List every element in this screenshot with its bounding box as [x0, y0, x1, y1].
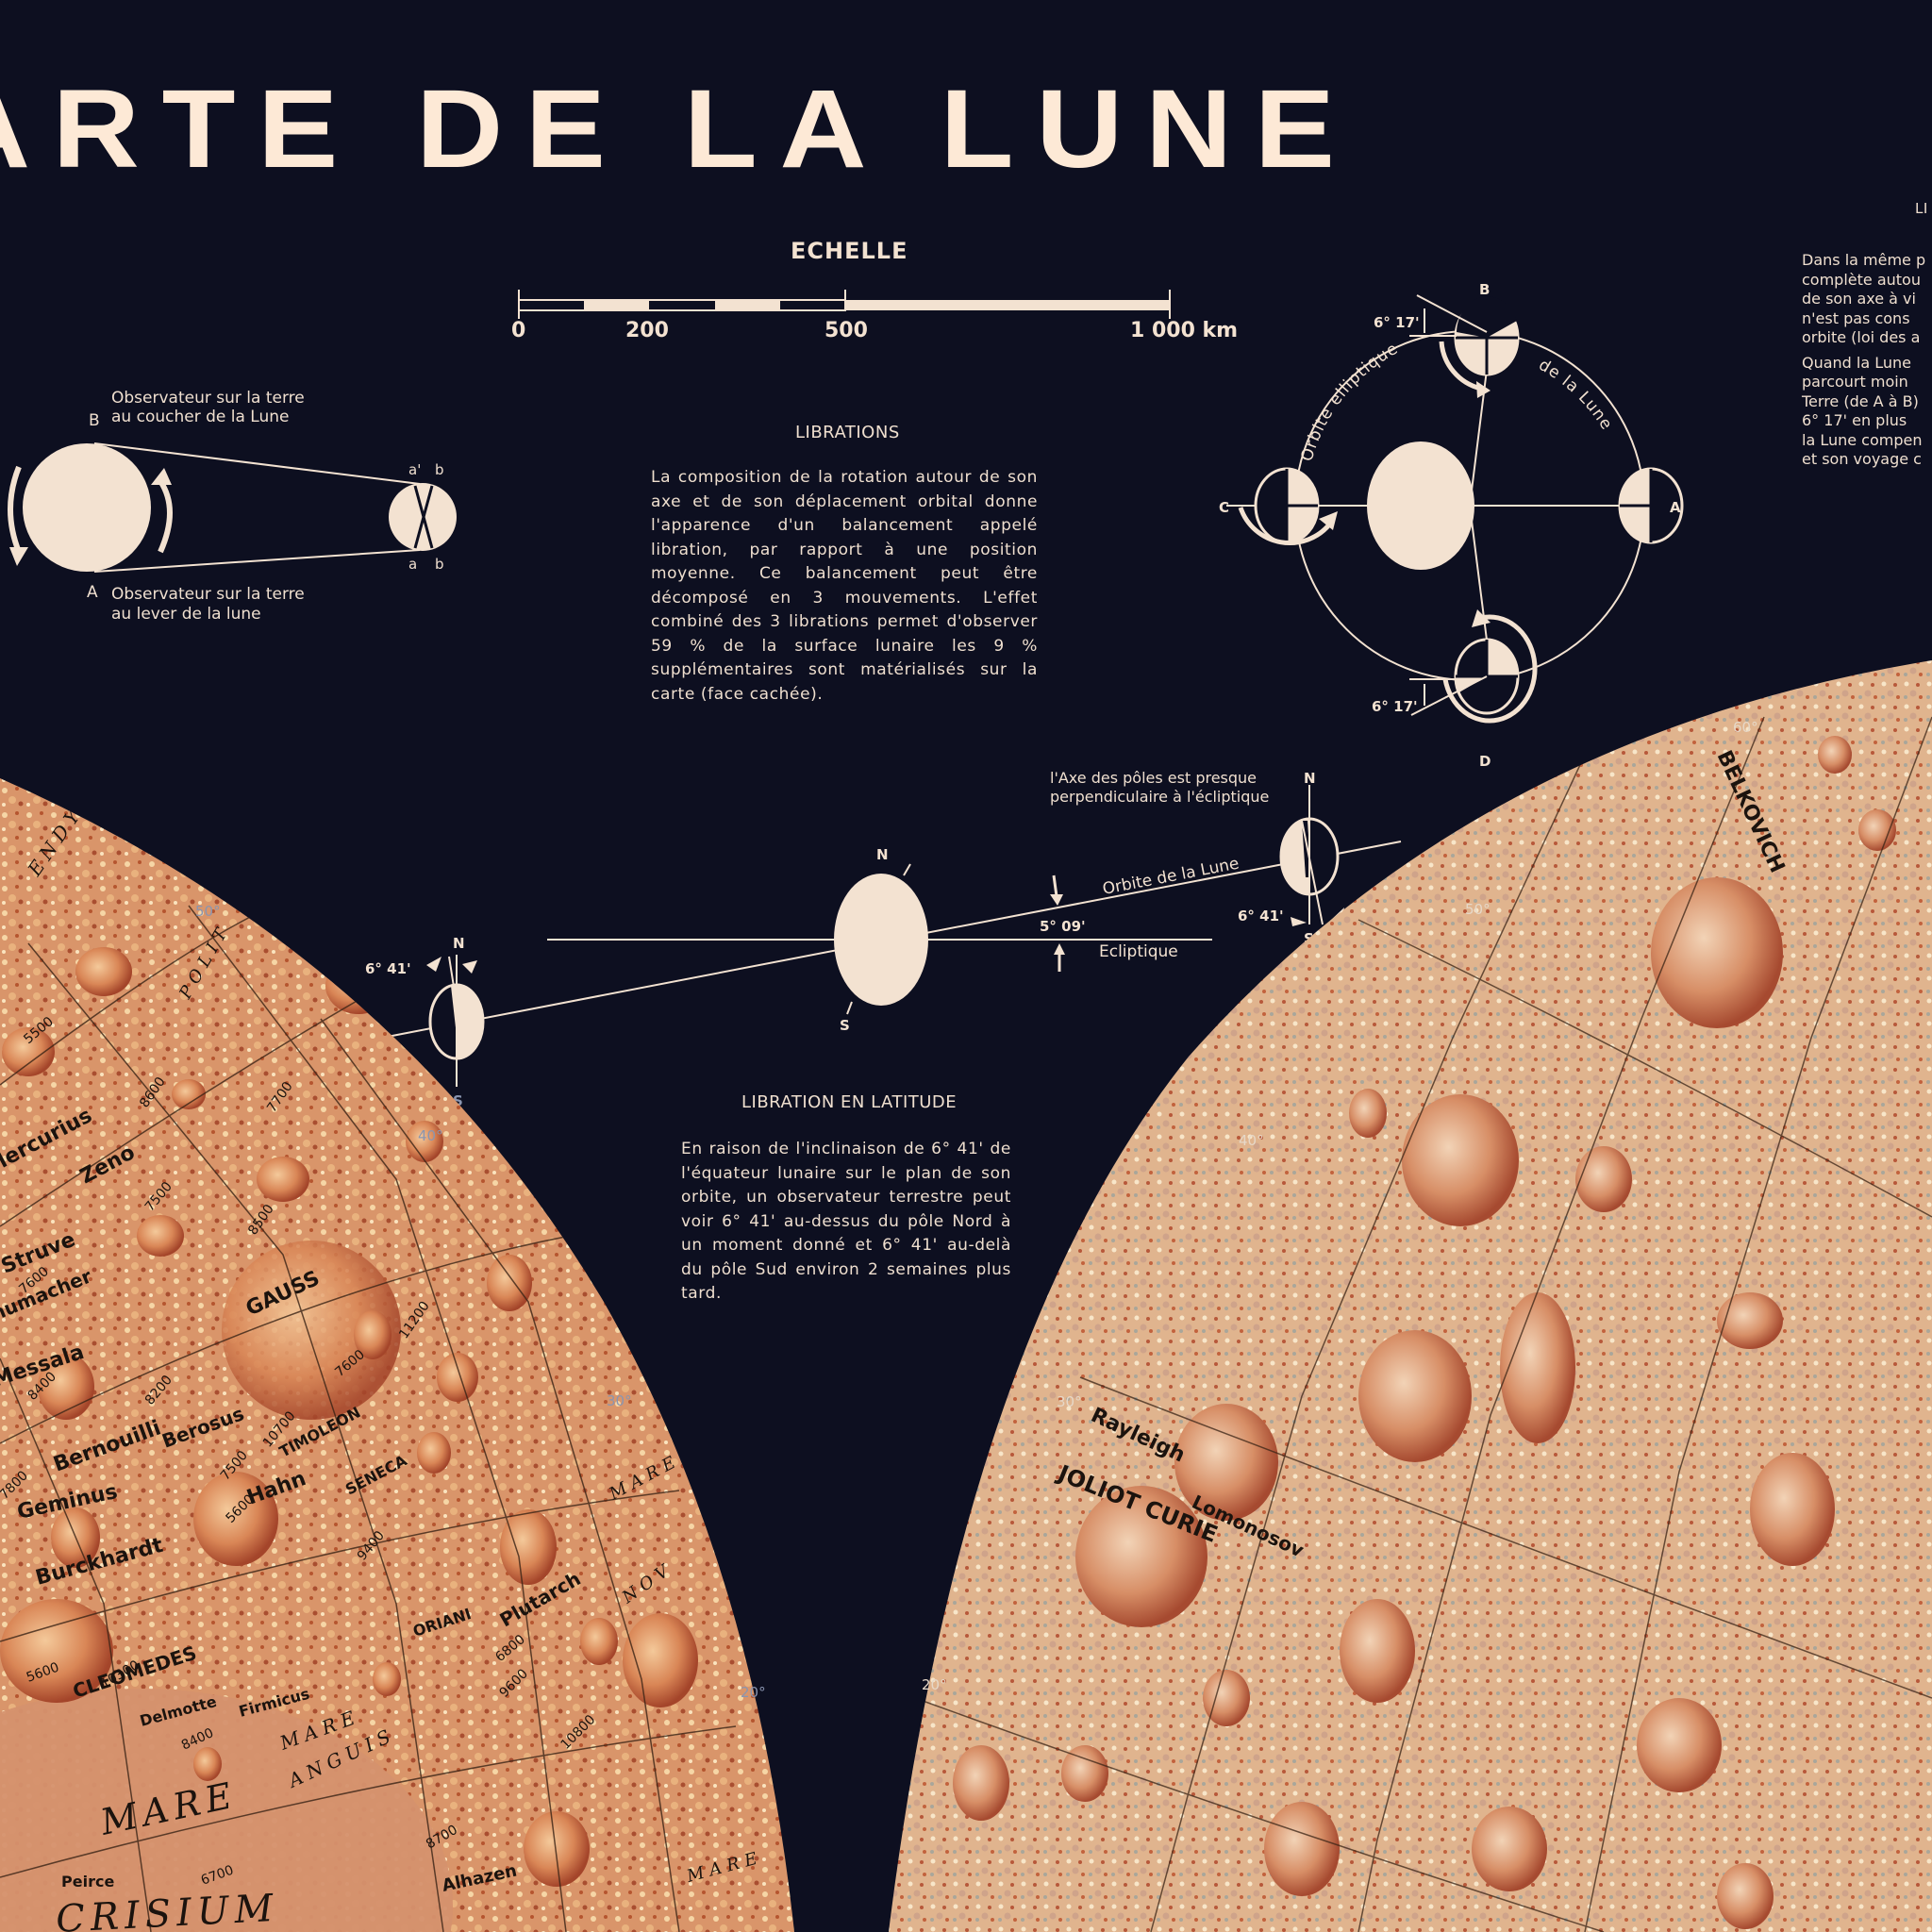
rotation-arrow-b-icon [1476, 381, 1491, 398]
axis-note-line1: l'Axe des pôles est presque [1050, 769, 1257, 787]
longitude-text: Dans la même p complète autou de son axe… [1802, 251, 1932, 470]
inclination-label: 5° 09' [1040, 918, 1086, 935]
rotation-arrow-up-icon [151, 468, 172, 485]
rotation-arrow-c-icon [1319, 511, 1338, 530]
librations-text: La composition de la rotation autour de … [651, 468, 1038, 704]
rotation-arrow-d-icon [1472, 609, 1491, 627]
tilt-arrow-icon [462, 960, 477, 974]
moon-top-b: b [435, 461, 444, 478]
angle-d-label: 6° 17' [1372, 698, 1418, 715]
longitude-line: la Lune compen [1802, 430, 1923, 449]
moon-left-south: S [453, 1092, 463, 1109]
right-lat-60: 60° [1733, 719, 1758, 736]
tilt-arrow-icon [426, 957, 441, 972]
moon-right-icon [1279, 785, 1340, 925]
ecliptic-label: Ecliptique [1099, 942, 1178, 961]
scale-heading: ECHELLE [791, 238, 908, 264]
feature-label: Peirce [61, 1873, 114, 1890]
right-lat-30: 30° [1057, 1393, 1082, 1410]
libration-latitude-text: En raison de l'inclinaison de 6° 41' de … [681, 1140, 1011, 1303]
position-d-label: D [1479, 753, 1491, 770]
observer-rising-line2: au lever de la lune [111, 605, 261, 624]
map-title: ARTE DE LA LUNE [0, 67, 1357, 192]
earth-north-label: N [876, 846, 889, 863]
earth-south-label: S [840, 1017, 850, 1034]
longitude-heading: LI [1915, 200, 1928, 217]
left-lat-40: 40° [418, 1127, 443, 1144]
scale-tick-0: 0 [511, 319, 526, 342]
position-c-label: C [1219, 499, 1229, 516]
librations-heading: LIBRATIONS [795, 423, 900, 442]
moon-top-a: a' [408, 461, 422, 478]
diurnal-libration-diagram [8, 442, 457, 573]
longitude-line: n'est pas cons [1802, 308, 1910, 327]
longitude-line: orbite (loi des a [1802, 328, 1921, 346]
moon-bottom-a: a [408, 556, 418, 573]
earth-icon [1367, 441, 1474, 570]
longitude-line: 6° 17' en plus [1802, 411, 1907, 429]
longitude-line: Dans la même p [1802, 251, 1926, 269]
point-b-label: B [89, 411, 100, 430]
point-a-label: A [87, 583, 98, 602]
axis-note-line2: perpendiculaire à l'écliptique [1050, 788, 1270, 806]
observer-setting-line1: Observateur sur la terre [111, 389, 305, 408]
longitude-line: et son voyage c [1802, 450, 1922, 468]
moon-left-icon [428, 955, 485, 1087]
left-lat-30: 30° [607, 1392, 632, 1409]
right-lat-50: 50° [1465, 901, 1491, 918]
longitude-line: Terre (de A à B) [1802, 391, 1919, 410]
arrow-down-icon [1050, 894, 1063, 906]
left-lat-20: 20° [741, 1684, 766, 1701]
longitude-libration-diagram: Orbite elliptique de la Lune B C A D 6° … [1219, 281, 1684, 770]
tilt-right-label: 6° 41' [1238, 908, 1284, 924]
observer-rising-line1: Observateur sur la terre [111, 585, 305, 604]
tilt-left-label: 6° 41' [365, 960, 411, 977]
moon-right-north: N [1304, 770, 1316, 787]
moon-position-a-icon [1618, 467, 1684, 544]
left-lat-50: 50° [195, 903, 221, 920]
angle-b-label: 6° 17' [1374, 314, 1420, 331]
moon-position-b-icon [1454, 296, 1520, 376]
longitude-line: de son axe à vi [1802, 290, 1916, 308]
longitude-line: complète autou [1802, 270, 1921, 289]
observer-setting-line2: au coucher de la Lune [111, 408, 290, 426]
latitude-libration-diagram: N S N S 6° 41' N S 6° 41' 5° 09' Eclipti… [365, 770, 1402, 1109]
tilt-arrow-icon [1291, 917, 1307, 926]
longitude-line: Quand la Lune [1802, 353, 1912, 372]
scale-tick-1000: 1 000 km [1130, 319, 1239, 342]
libration-latitude-heading: LIBRATION EN LATITUDE [741, 1092, 958, 1112]
position-a-label: A [1670, 499, 1681, 516]
moon-left-north: N [453, 935, 465, 952]
arrow-up-icon [1054, 943, 1065, 955]
rotation-arrow-down-icon [9, 547, 28, 566]
moon-bottom-b: b [435, 556, 444, 573]
right-lat-20: 20° [922, 1676, 947, 1693]
position-b-label: B [1479, 281, 1490, 298]
scale-tick-500: 500 [824, 319, 868, 342]
earth-icon [834, 874, 928, 1006]
right-lat-40: 40° [1239, 1132, 1264, 1149]
scale-bar [518, 290, 1171, 319]
longitude-line: parcourt moin [1802, 373, 1908, 391]
scale-tick-200: 200 [625, 319, 669, 342]
